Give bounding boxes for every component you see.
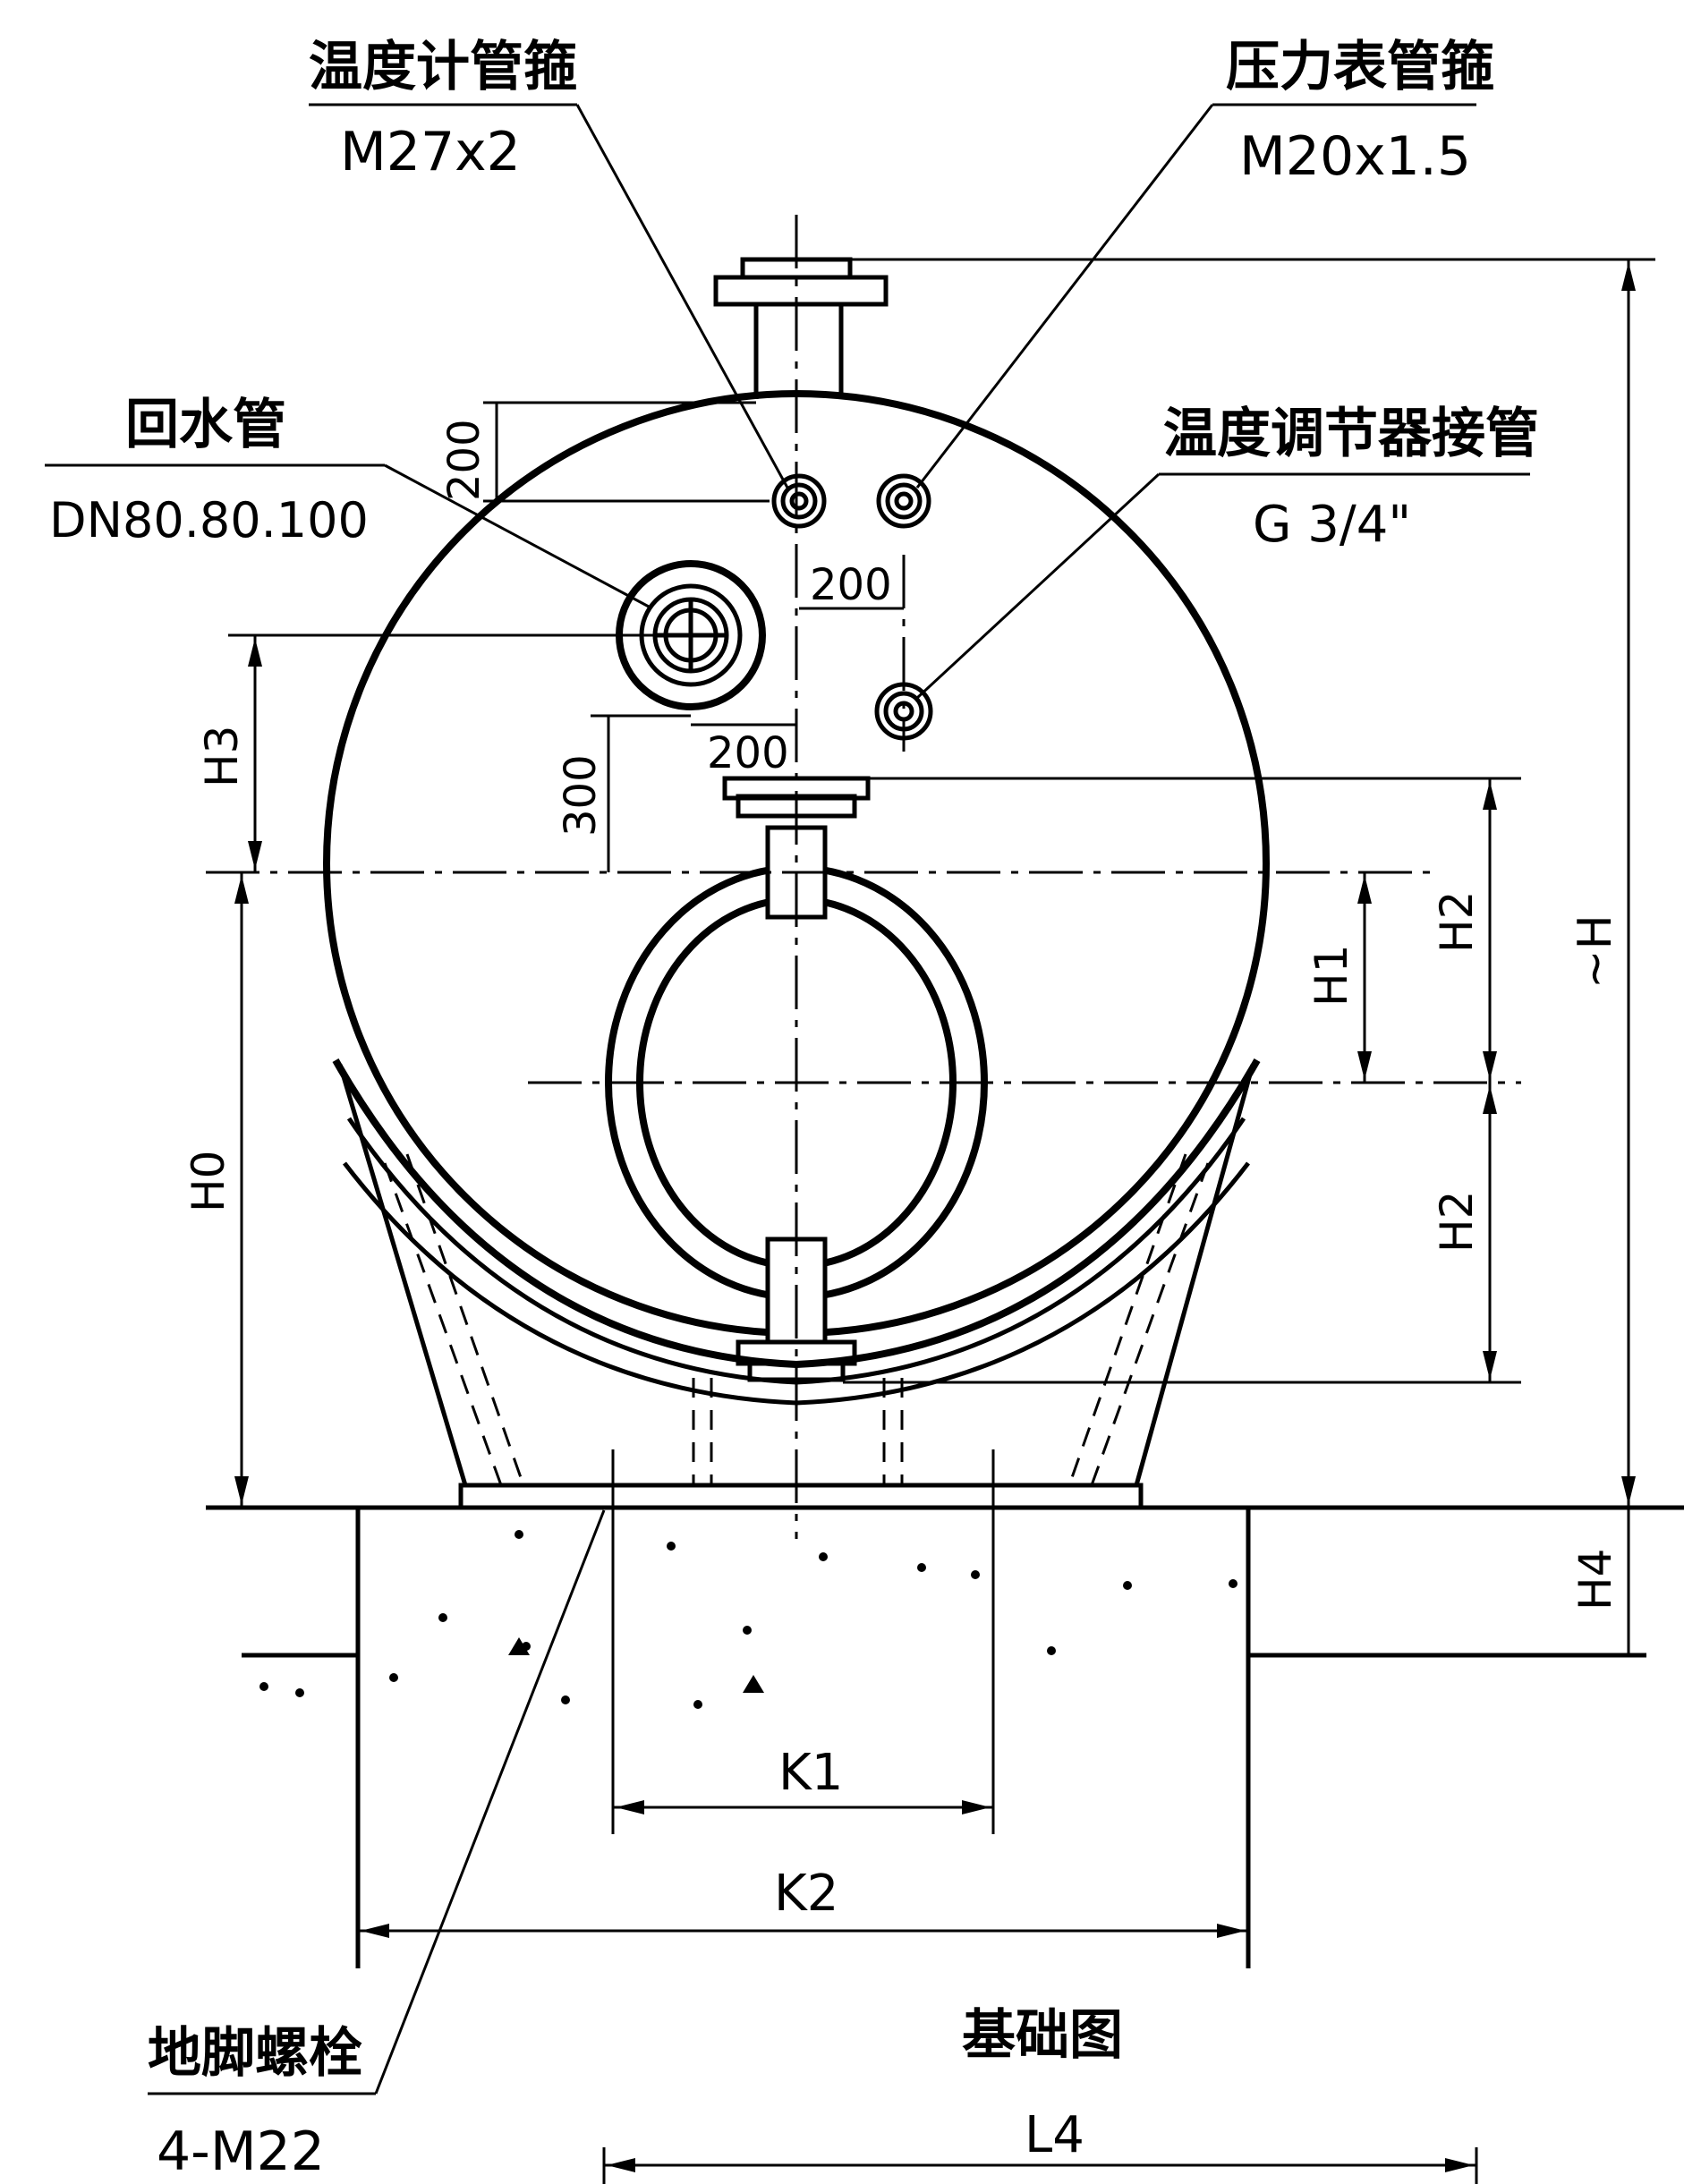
thermometer-pipe-label: 温度计管箍 [309, 36, 577, 98]
dim-nozzle-spacing: 200 [810, 560, 892, 610]
dim-h3: H3 [196, 726, 248, 787]
dim-h4: H4 [1569, 1549, 1621, 1610]
thermometer-nozzle [771, 473, 827, 529]
centre-lines [206, 215, 1521, 1539]
temp-regulator-nozzle [874, 682, 933, 741]
dim-l4: L4 [1025, 2106, 1084, 2164]
dim-h2-lower: H2 [1431, 1191, 1483, 1253]
dim-return-offset-v: 300 [556, 754, 606, 837]
temp-regulator-spec: G 3/4" [1253, 496, 1411, 554]
dim-return-offset-h: 200 [707, 728, 789, 778]
return-pipe-spec: DN80.80.100 [49, 492, 369, 548]
dimension-lines [228, 258, 1655, 2184]
dim-k1: K1 [778, 1744, 843, 1802]
anchor-bolt-spec: 4-M22 [157, 2120, 325, 2183]
thermometer-pipe-spec: M27x2 [340, 121, 521, 183]
pressure-gauge-label: 压力表管箍 [1226, 36, 1494, 98]
dim-h0: H0 [183, 1151, 234, 1212]
temp-regulator-label: 温度调节器接管 [1163, 403, 1539, 465]
dim-h2-upper: H2 [1431, 891, 1483, 953]
pressure-gauge-nozzle [876, 473, 931, 529]
foundation [206, 1505, 1684, 1968]
dim-k2: K2 [774, 1865, 838, 1923]
foundation-title: 基础图 [962, 2004, 1123, 2067]
return-pipe-label: 回水管 [125, 394, 286, 456]
anchor-bolt-label: 地脚螺栓 [148, 2022, 362, 2085]
pressure-gauge-spec: M20x1.5 [1239, 125, 1471, 188]
dim-h-total: ~H [1569, 914, 1622, 989]
top-nozzle [713, 257, 889, 399]
dim-h1: H1 [1306, 945, 1357, 1007]
dim-top-offset: 200 [439, 419, 489, 501]
leader-lines [45, 103, 1530, 2095]
